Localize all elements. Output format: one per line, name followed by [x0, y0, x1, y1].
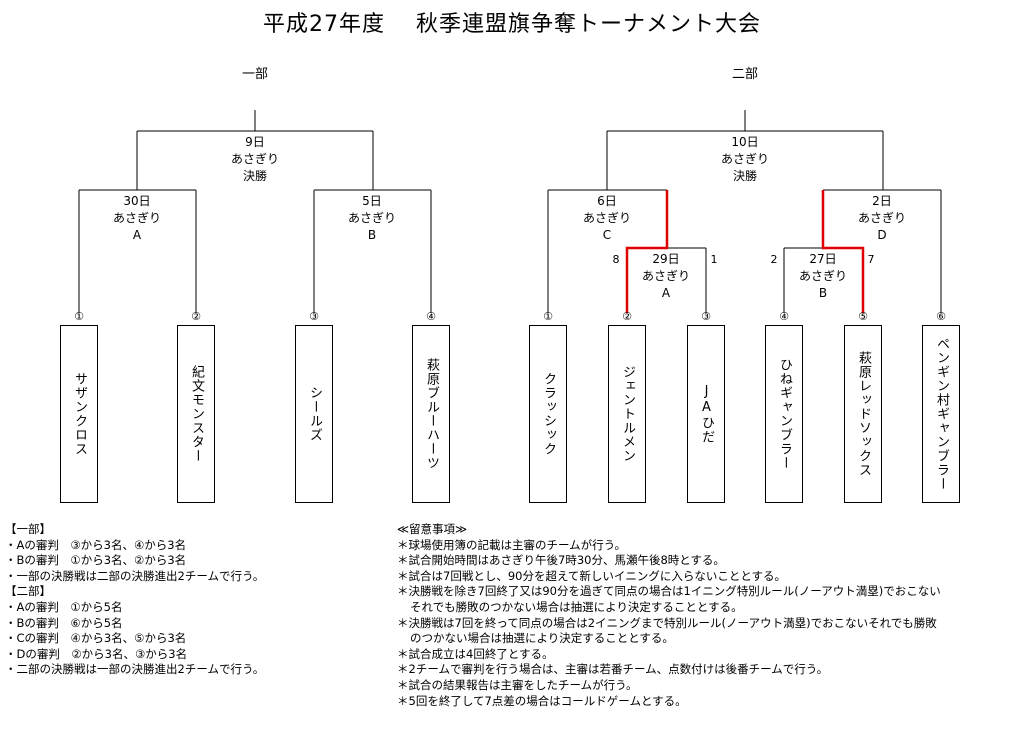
team-number: ② [191, 310, 201, 323]
match-day: 2日 [872, 194, 892, 208]
match-name: B [367, 228, 377, 242]
rules-line: ＊決勝戦を除き7回終了又は90分を過ぎて同点の場合は1イニング特別ルール(ノーア… [397, 584, 941, 614]
team-box: サザンクロス [60, 325, 98, 503]
team-name: ペンギン村ギャンブラー [934, 337, 949, 491]
team-number: ③ [701, 310, 711, 323]
team-box: クラッシック [529, 325, 567, 503]
match-name: A [132, 228, 142, 242]
team-number: ⑤ [858, 310, 868, 323]
team-name: サザンクロス [72, 372, 87, 456]
winner-path [625, 190, 865, 313]
team-box: JAひだ [687, 325, 725, 503]
team-box: ペンギン村ギャンブラー [922, 325, 960, 503]
div2-matchB-label: 27日 あさぎり B [783, 251, 863, 302]
rules-line: ≪留意事項≫ [397, 522, 468, 536]
team-number: ④ [426, 310, 436, 323]
match-day: 10日 [731, 135, 759, 149]
match-day: 30日 [123, 194, 151, 208]
page-title: 平成27年度 秋季連盟旗争奪トーナメント大会 [263, 12, 761, 37]
team-name: JAひだ [699, 384, 714, 444]
team-number: ② [622, 310, 632, 323]
match-day: 5日 [362, 194, 382, 208]
referee-notes: 【一部】 ・Aの審判 ③から3名、④から3名 ・Bの審判 ①から3名、②から3名… [5, 522, 385, 678]
match-venue: あさぎり [720, 152, 769, 166]
match-venue: あさぎり [798, 269, 847, 283]
team-name: 萩原レッドソックス [856, 351, 871, 477]
team-box: シールズ [295, 325, 333, 503]
team-name: シールズ [307, 386, 322, 442]
notes-line: ・Aの審判 ③から3名、④から3名 [5, 537, 187, 552]
team-box: ひねギャンブラー [765, 325, 803, 503]
notes-line: ・二部の決勝戦は一部の決勝進出2チームで行う。 [5, 662, 265, 677]
match-day: 27日 [809, 252, 837, 266]
team-box: 萩原レッドソックス [844, 325, 882, 503]
team-number: ① [543, 310, 553, 323]
div2-matchB-score-left: 2 [770, 253, 778, 266]
rules-line: ＊球場使用簿の記載は主審のチームが行う。 [397, 537, 626, 552]
match-venue: あさぎり [230, 152, 279, 166]
div2-matchC-label: 6日 あさぎり C [567, 193, 647, 244]
match-name: C [602, 228, 612, 242]
team-number: ④ [779, 310, 789, 323]
div1-matchB-label: 5日 あさぎり B [332, 193, 412, 244]
bracket-lines [78, 110, 942, 313]
rules-line: ＊試合は7回戦とし、90分を超えて新しいイニングに入らないこととする。 [397, 568, 787, 583]
div2-matchA-score-left: 8 [612, 253, 620, 266]
match-venue: あさぎり [347, 211, 396, 225]
notes-line: 【一部】 [5, 522, 51, 536]
match-name: B [818, 286, 828, 300]
team-number: ⑥ [936, 310, 946, 323]
notes-line: ・Aの審判 ①から5名 [5, 599, 123, 614]
div2-matchA-label: 29日 あさぎり A [626, 251, 706, 302]
team-number: ③ [309, 310, 319, 323]
match-venue: あさぎり [857, 211, 906, 225]
rules-line: ＊5回を終了して7点差の場合はコールドゲームとする。 [397, 693, 687, 708]
match-venue: あさぎり [112, 211, 161, 225]
team-name: クラッシック [541, 372, 556, 456]
notes-line: ・Cの審判 ④から3名、⑤から3名 [5, 631, 187, 646]
div2-matchB-score-right: 7 [867, 253, 875, 266]
rules-line: ＊決勝戦は7回を終って同点の場合は2イニングまで特別ルール(ノーアウト満塁)でお… [397, 615, 937, 646]
team-box: 紀文モンスター [177, 325, 215, 503]
notes-line: ・Bの審判 ⑥から5名 [5, 615, 123, 630]
rules-notes: ≪留意事項≫ ＊球場使用簿の記載は主審のチームが行う。 ＊試合開始時間はあさぎり… [397, 522, 942, 709]
match-name: 決勝 [242, 169, 267, 183]
division2-label: 二部 [731, 67, 758, 82]
match-name: D [877, 228, 887, 242]
match-day: 29日 [652, 252, 680, 266]
div2-matchD-label: 2日 あさぎり D [842, 193, 922, 244]
match-venue: あさぎり [582, 211, 631, 225]
notes-line: ・Bの審判 ①から3名、②から3名 [5, 553, 187, 568]
notes-line: 【二部】 [5, 584, 51, 599]
notes-line: ・Dの審判 ②から3名、③から3名 [5, 646, 188, 661]
team-box: ジェントルメン [608, 325, 646, 503]
div1-matchA-label: 30日 あさぎり A [97, 193, 177, 244]
rules-line: ＊試合の結果報告は主審をしたチームが行う。 [397, 677, 638, 692]
team-name: 萩原ブルーハーツ [424, 358, 439, 470]
match-venue: あさぎり [641, 269, 690, 283]
rules-line: ＊2チームで審判を行う場合は、主審は若番チーム、点数付けは後番チームで行う。 [397, 662, 829, 677]
div1-final-label: 9日 あさぎり 決勝 [215, 134, 295, 185]
rules-line: ＊試合開始時間はあさぎり午後7時30分、馬瀬午後8時とする。 [397, 553, 725, 568]
team-name: ひねギャンブラー [777, 358, 792, 470]
match-name: 決勝 [732, 169, 757, 183]
team-box: 萩原ブルーハーツ [412, 325, 450, 503]
division1-label: 一部 [241, 67, 268, 82]
team-name: ジェントルメン [620, 365, 635, 463]
notes-line: ・一部の決勝戦は二部の決勝進出2チームで行う。 [5, 568, 265, 583]
match-day: 9日 [245, 135, 265, 149]
match-name: A [661, 286, 671, 300]
team-name: 紀文モンスター [189, 365, 204, 463]
div2-final-label: 10日 あさぎり 決勝 [705, 134, 785, 185]
match-day: 6日 [597, 194, 617, 208]
team-number: ① [74, 310, 84, 323]
div2-matchA-score-right: 1 [710, 253, 718, 266]
rules-line: ＊試合成立は4回終了とする。 [397, 646, 554, 661]
